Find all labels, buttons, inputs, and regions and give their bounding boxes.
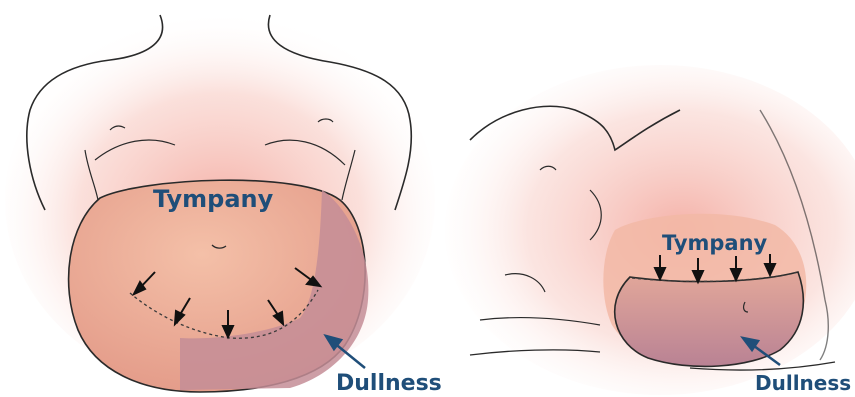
- tympany-label: Tympany: [662, 231, 768, 255]
- tympany-label: Tympany: [153, 185, 274, 213]
- supine-figure: Tympany Dullness: [5, 10, 442, 396]
- dullness-region: [615, 272, 804, 366]
- dullness-label: Dullness: [336, 371, 442, 396]
- dullness-label: Dullness: [755, 371, 851, 395]
- lateral-figure: Tympany Dullness: [445, 65, 855, 395]
